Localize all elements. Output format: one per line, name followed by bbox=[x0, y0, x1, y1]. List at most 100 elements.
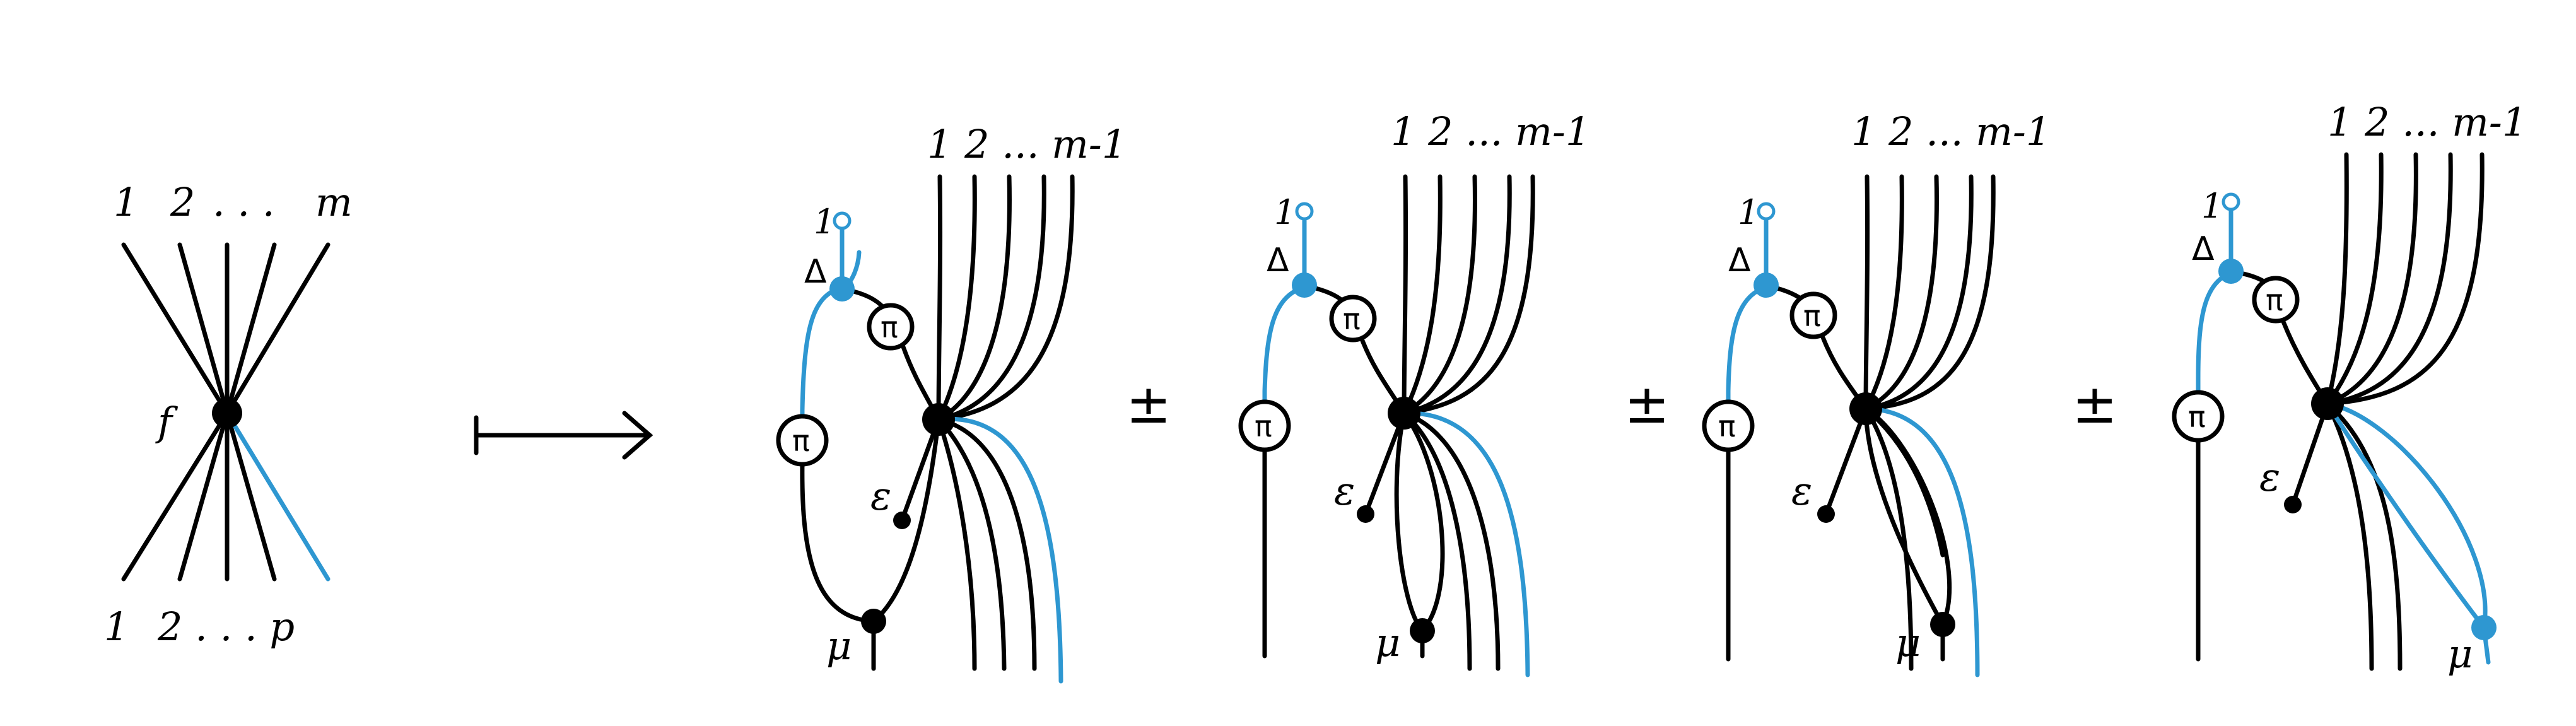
upper-strand bbox=[1863, 174, 1939, 411]
unit-label: 1 bbox=[1274, 192, 1296, 232]
upper-strand bbox=[1863, 174, 1870, 411]
lower-strand bbox=[1402, 411, 1472, 671]
epsilon-leg bbox=[899, 417, 941, 523]
coproduct-vertex bbox=[2218, 259, 2244, 284]
coproduct-vertex bbox=[1753, 272, 1779, 298]
lower-strand bbox=[1402, 411, 1501, 671]
upper-strand bbox=[936, 174, 1075, 422]
lower-strand bbox=[1863, 406, 1914, 671]
epsilon-vertex bbox=[2284, 496, 2302, 513]
coproduct-left-branch bbox=[1726, 284, 1769, 406]
top-strand-m bbox=[225, 242, 331, 416]
lower-strand bbox=[2325, 401, 2403, 671]
epsilon-label: ε bbox=[1334, 468, 1355, 514]
top-label-dots: . . . bbox=[213, 179, 275, 225]
mu-label: μ bbox=[1895, 619, 1921, 665]
pi-node-left bbox=[776, 414, 829, 467]
term-panel-3: π π 1 2 ... m-1 1 Δ ε μ bbox=[1702, 108, 2051, 677]
delta-label: Δ bbox=[1267, 242, 1289, 279]
plus-minus-2: ± bbox=[1624, 373, 1670, 436]
epsilon-vertex bbox=[1357, 505, 1374, 523]
unit-label: 1 bbox=[1738, 192, 1759, 232]
left-strand-to-mu bbox=[800, 461, 876, 624]
upper-strand bbox=[936, 174, 943, 422]
coproduct-left-branch bbox=[1262, 284, 1307, 406]
lower-strand bbox=[936, 417, 1037, 671]
loop-left-blue bbox=[2325, 401, 2486, 630]
loop-left bbox=[1394, 411, 1425, 633]
term-panel-2: π π 1 2 ... m-1 1 Δ ε μ bbox=[1238, 108, 1590, 677]
unit-circle bbox=[2222, 192, 2240, 211]
pi-node-left bbox=[1238, 399, 1291, 452]
term-panel-4: π π 1 2 ... m-1 1 Δ ε μ bbox=[2172, 99, 2527, 677]
mu-label: μ bbox=[826, 623, 852, 669]
loop-right bbox=[1402, 411, 1445, 633]
top-strand-label: 1 2 ... m-1 bbox=[1391, 108, 1590, 155]
term-panel-1: π π 1 2 ... m-1 1 Δ ε μ bbox=[776, 121, 1127, 684]
pi-left-label: π bbox=[1255, 409, 1272, 443]
top-label-2: 2 bbox=[170, 179, 195, 225]
delta-label: Δ bbox=[1728, 242, 1751, 279]
mu-vertex bbox=[1410, 618, 1435, 643]
pi-left-label: π bbox=[1718, 409, 1736, 443]
bottom-label-1: 1 bbox=[104, 604, 129, 650]
unit-circle bbox=[1295, 202, 1314, 221]
main-vertex bbox=[1388, 397, 1420, 430]
bottom-label-2p: 2 . . . p bbox=[157, 604, 295, 650]
bottom-strand-p bbox=[225, 411, 331, 582]
main-vertex bbox=[922, 403, 955, 436]
pi-left-label: π bbox=[2188, 400, 2206, 434]
upper-strand bbox=[1863, 174, 1974, 411]
upper-strand bbox=[2325, 152, 2418, 406]
upper-strand bbox=[1863, 174, 1996, 411]
upper-strand bbox=[2325, 152, 2349, 406]
pi-node-left bbox=[2172, 390, 2225, 443]
delta-label: Δ bbox=[804, 253, 827, 291]
lower-strand bbox=[1863, 406, 1945, 558]
mu-vertex bbox=[1930, 612, 1955, 637]
top-label-1: 1 bbox=[114, 179, 138, 225]
upper-strand bbox=[1402, 174, 1443, 416]
unit-label: 1 bbox=[814, 202, 835, 242]
upper-strand bbox=[2325, 152, 2384, 406]
unit-label: 1 bbox=[2201, 186, 2223, 226]
top-strand-label: 1 2 ... m-1 bbox=[1851, 108, 2051, 155]
loop-left bbox=[1863, 406, 1945, 627]
pi-node-top bbox=[2252, 276, 2300, 324]
unit-circle bbox=[1757, 202, 1776, 221]
upper-strand bbox=[1402, 174, 1408, 416]
main-vertex bbox=[1849, 392, 1882, 425]
epsilon-leg bbox=[1824, 406, 1868, 517]
top-label-m: m bbox=[315, 179, 353, 225]
upper-strand bbox=[936, 174, 977, 422]
delta-label: Δ bbox=[2192, 230, 2215, 268]
pi-top-label: π bbox=[1803, 299, 1821, 333]
top-strand-4 bbox=[225, 242, 277, 416]
top-strand-label: 1 2 ... m-1 bbox=[2327, 99, 2527, 145]
top-strand-label: 1 2 ... m-1 bbox=[927, 121, 1127, 167]
pi-left-label: π bbox=[792, 424, 810, 458]
pi-top-label: π bbox=[1343, 302, 1361, 336]
lower-strand-blue bbox=[1402, 411, 1530, 677]
mu-vertex bbox=[861, 609, 886, 634]
left-vertex-diagram: 1 2 . . . m f 1 2 . . . p bbox=[104, 179, 353, 650]
lower-strand bbox=[936, 417, 977, 671]
upper-strand bbox=[936, 174, 1046, 422]
epsilon-vertex bbox=[893, 512, 911, 529]
epsilon-leg bbox=[1363, 411, 1407, 517]
top-strand-2 bbox=[177, 242, 230, 416]
upper-strand bbox=[1402, 174, 1512, 416]
mu-label: μ bbox=[2447, 631, 2473, 677]
mapsto-arrow: ⟼ bbox=[474, 411, 653, 460]
pi-top-label: π bbox=[2266, 283, 2283, 317]
epsilon-label: ε bbox=[2259, 454, 2280, 500]
main-vertex bbox=[2311, 387, 2344, 420]
vertex-f bbox=[212, 398, 242, 428]
unit-circle bbox=[833, 211, 852, 230]
upper-strand bbox=[1402, 174, 1535, 416]
epsilon-label: ε bbox=[870, 473, 891, 519]
bottom-strand-4 bbox=[225, 411, 277, 582]
lower-strand-blue bbox=[1863, 406, 1980, 677]
lower-strand bbox=[2325, 401, 2374, 671]
